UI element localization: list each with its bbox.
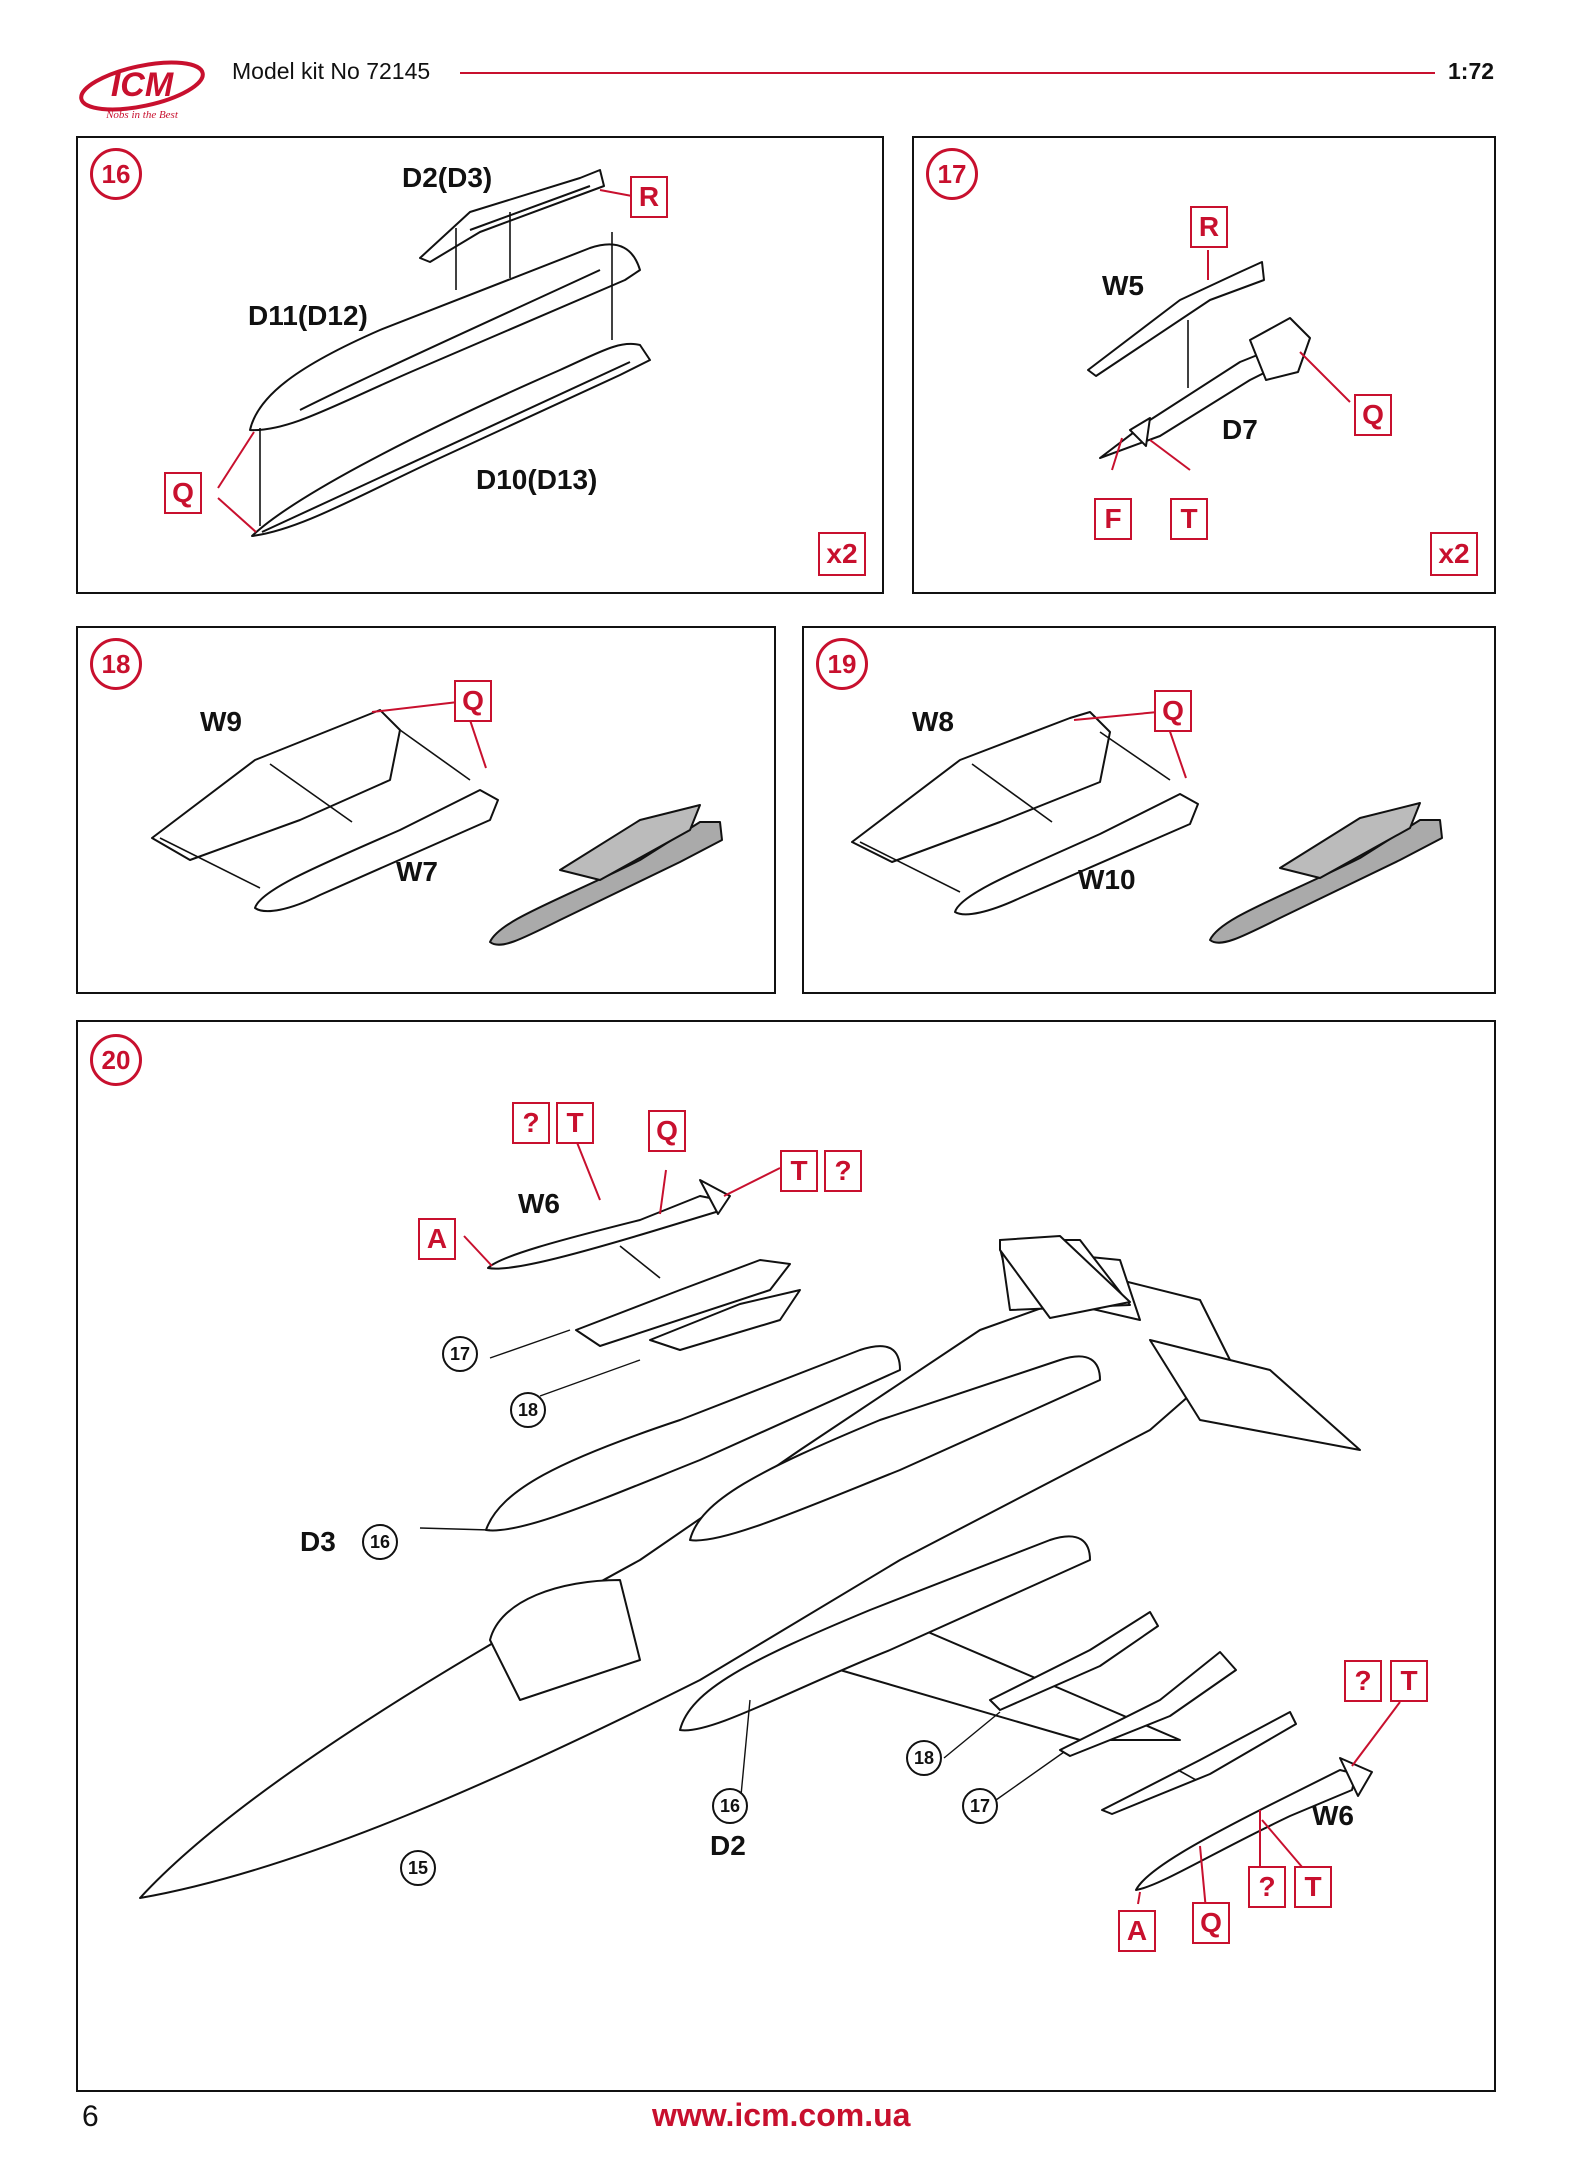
- page-number: 6: [82, 2100, 99, 2133]
- paint-mark-t: T: [1294, 1866, 1332, 1908]
- quantity-badge-17: x2: [1430, 532, 1478, 576]
- part-label-w7: W7: [396, 856, 438, 887]
- step-number-18: 18: [90, 638, 142, 690]
- step-ref-16: 16: [362, 1524, 398, 1560]
- pylon-w5: [1087, 261, 1265, 377]
- step-number-17: 17: [926, 148, 978, 200]
- pylon-w8: [851, 711, 1111, 863]
- paint-mark-question: ?: [1344, 1660, 1382, 1702]
- paint-mark-f: F: [1094, 498, 1132, 540]
- part-label-w6-upper: W6: [518, 1188, 560, 1219]
- paint-mark-a: A: [1118, 1910, 1156, 1952]
- paint-mark-question: ?: [1248, 1866, 1286, 1908]
- paint-mark-q: Q: [454, 680, 492, 722]
- aircraft-tail-fin: [999, 1235, 1131, 1319]
- assembled-pod-18: [489, 804, 723, 946]
- quantity-badge-16: x2: [818, 532, 866, 576]
- paint-mark-q: Q: [1354, 394, 1392, 436]
- paint-mark-t: T: [556, 1102, 594, 1144]
- paint-mark-q: Q: [164, 472, 202, 514]
- paint-mark-q: Q: [648, 1110, 686, 1152]
- part-label-w6-lower: W6: [1312, 1800, 1354, 1831]
- pylon-w9: [151, 709, 401, 861]
- drop-tank-right-d2: [679, 1535, 1091, 1732]
- paint-mark-a: A: [418, 1218, 456, 1260]
- missile-pylon-right: [989, 1611, 1297, 1815]
- paint-mark-t: T: [1390, 1660, 1428, 1702]
- paint-mark-r: R: [1190, 206, 1228, 248]
- paint-mark-t: T: [780, 1150, 818, 1192]
- logo-tagline: Nobs in the Best: [105, 109, 179, 121]
- missile-w6-lower: [1135, 1757, 1373, 1891]
- part-label-w8: W8: [912, 706, 954, 737]
- scale-label: 1:72: [1448, 58, 1495, 84]
- assembled-pod-19: [1209, 802, 1443, 944]
- step-ref-17: 17: [962, 1788, 998, 1824]
- pylon-w7: [254, 789, 499, 913]
- part-label-d7: D7: [1222, 414, 1258, 445]
- step-ref-18: 18: [906, 1740, 942, 1776]
- drop-tank-center: [689, 1355, 1101, 1542]
- logo-text: ICM: [111, 66, 174, 104]
- step-ref-17: 17: [442, 1336, 478, 1372]
- website-link[interactable]: www.icm.com.ua: [652, 2097, 911, 2133]
- missile-w6-upper: [487, 1179, 731, 1270]
- step-number-16: 16: [90, 148, 142, 200]
- model-kit-title: Model kit No 72145: [232, 58, 431, 84]
- part-label-d2-d3: D2(D3): [402, 162, 493, 193]
- step-ref-15: 15: [400, 1850, 436, 1886]
- part-label-d11-d12: D11(D12): [248, 300, 368, 331]
- step-ref-16: 16: [712, 1788, 748, 1824]
- paint-mark-r: R: [630, 176, 668, 218]
- icm-logo: ICM Nobs in the Best: [72, 52, 212, 124]
- pylon-d2: [419, 169, 605, 263]
- drop-tank-left-d3: [485, 1345, 901, 1532]
- missile-pylon-left: [575, 1259, 801, 1351]
- header-rule: [460, 72, 1435, 74]
- part-label-w10: W10: [1078, 864, 1136, 895]
- step-ref-18: 18: [510, 1392, 546, 1428]
- drop-tank-upper: [249, 243, 641, 432]
- pylon-w10: [954, 793, 1199, 916]
- step-20-panel: [76, 1020, 1496, 2092]
- part-label-d2: D2: [710, 1830, 746, 1861]
- paint-mark-q: Q: [1154, 690, 1192, 732]
- aircraft-fuselage: [139, 1239, 1361, 1899]
- paint-mark-question: ?: [512, 1102, 550, 1144]
- step-19-panel: [802, 626, 1496, 994]
- part-label-d10-d13: D10(D13): [476, 464, 598, 495]
- paint-mark-t: T: [1170, 498, 1208, 540]
- drop-tank-lower: [251, 342, 651, 537]
- part-label-w9: W9: [200, 706, 242, 737]
- step-18-panel: [76, 626, 776, 994]
- step-number-19: 19: [816, 638, 868, 690]
- part-label-d3: D3: [300, 1526, 336, 1557]
- paint-mark-question: ?: [824, 1150, 862, 1192]
- part-label-w5: W5: [1102, 270, 1144, 301]
- paint-mark-q: Q: [1192, 1902, 1230, 1944]
- step-16-panel: [76, 136, 884, 594]
- step-number-20: 20: [90, 1034, 142, 1086]
- step-17-panel: [912, 136, 1496, 594]
- missile-d7: [1099, 317, 1311, 459]
